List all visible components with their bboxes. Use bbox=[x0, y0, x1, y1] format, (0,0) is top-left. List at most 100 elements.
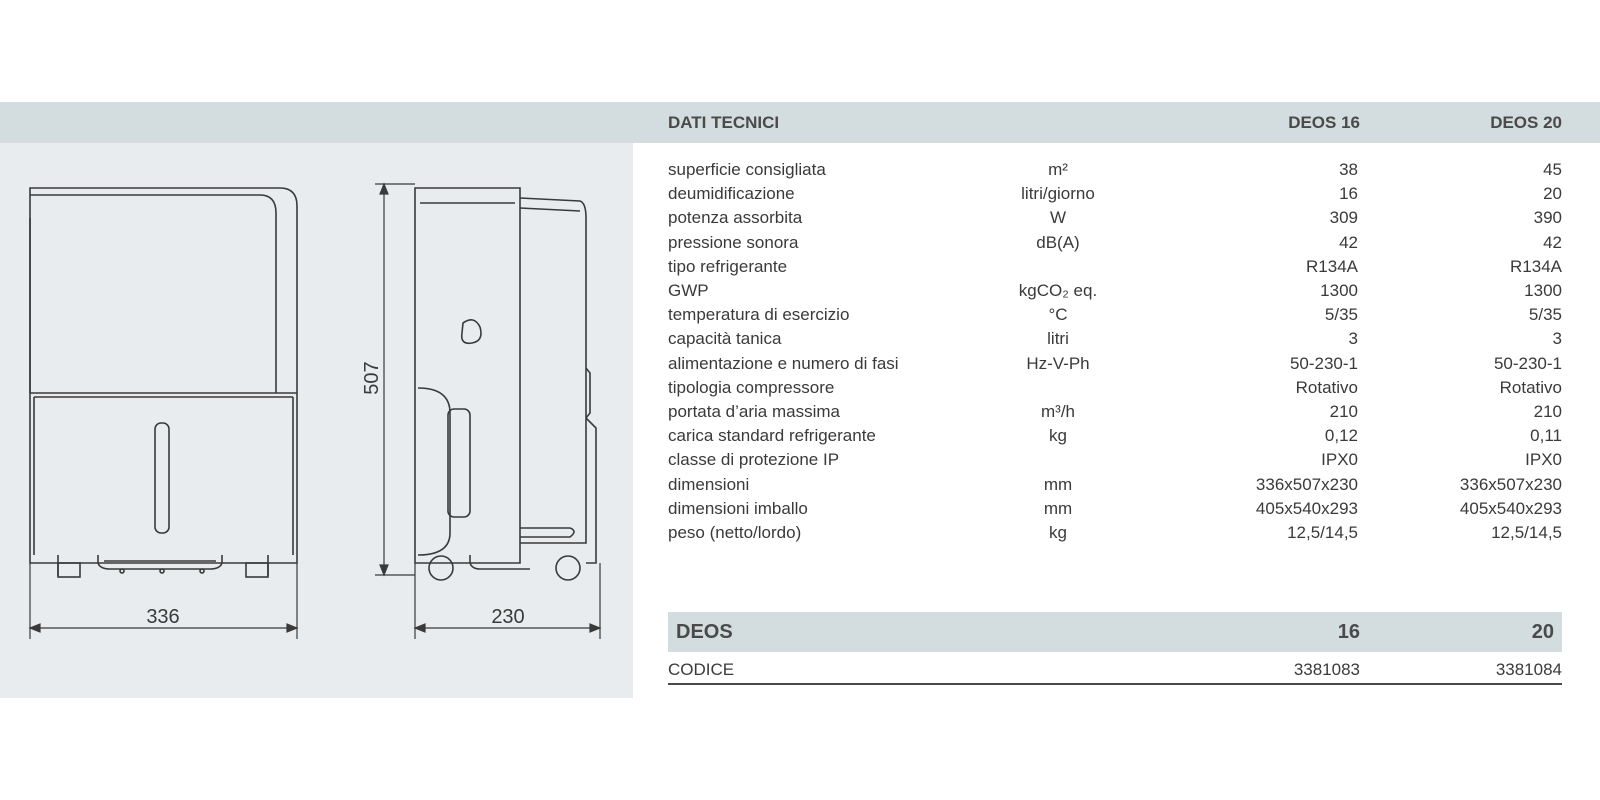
width-dimension-label: 336 bbox=[146, 606, 179, 628]
spec-value-model-b: 42 bbox=[1543, 232, 1562, 252]
code-model-a: 3381083 bbox=[1293, 660, 1360, 679]
spec-value-model-b: 390 bbox=[1533, 208, 1562, 228]
spec-label: dimensioni bbox=[668, 474, 750, 494]
spec-label: classe di protezione IP bbox=[668, 450, 840, 470]
header-band bbox=[0, 102, 1600, 143]
front-view bbox=[29, 187, 298, 578]
spec-value-model-a: 0,12 bbox=[1324, 426, 1358, 446]
spec-unit bbox=[998, 448, 1118, 472]
spec-label: alimentazione e numero di fasi bbox=[668, 353, 899, 373]
model-band: DEOS 16 20 bbox=[668, 612, 1562, 652]
spec-row: classe di protezione IP IPX0 IPX0 bbox=[668, 448, 1562, 472]
spec-value-model-a: 12,5/14,5 bbox=[1287, 522, 1358, 542]
spec-value-model-b: 405x540x293 bbox=[1459, 498, 1562, 518]
spec-value-model-a: 42 bbox=[1339, 232, 1358, 252]
spec-row: dimensioni imballo mm 405x540x293 405x540x2… bbox=[668, 497, 1562, 521]
spec-label: superficie consigliata bbox=[668, 160, 826, 180]
technical-drawing-panel: 336 230 507 bbox=[0, 143, 633, 698]
spec-unit: litri bbox=[1047, 329, 1069, 349]
spec-row: tipologia compressore Rotativo Rotativo bbox=[668, 376, 1562, 400]
spec-label: dimensioni imballo bbox=[668, 498, 808, 518]
spec-label: deumidificazione bbox=[668, 184, 795, 204]
model-a-number: 16 bbox=[1337, 621, 1360, 643]
spec-value-model-b: 45 bbox=[1543, 160, 1562, 180]
spec-label: pressione sonora bbox=[668, 232, 799, 252]
spec-unit: mm bbox=[1043, 498, 1073, 518]
model-name: DEOS bbox=[676, 621, 733, 643]
spec-value-model-a: 405x540x293 bbox=[1255, 498, 1358, 518]
spec-row: deumidificazione litri/giorno 16 20 bbox=[668, 182, 1562, 206]
spec-row: capacità tanica litri 3 3 bbox=[668, 327, 1562, 351]
spec-unit: Hz-V-Ph bbox=[1026, 353, 1090, 373]
model-b-number: 20 bbox=[1531, 621, 1554, 643]
spec-label: tipologia compressore bbox=[668, 377, 835, 397]
spec-value-model-b: 5/35 bbox=[1528, 305, 1562, 325]
spec-label: portata d’aria massima bbox=[668, 401, 840, 421]
spec-unit: kgCO₂ eq. bbox=[1018, 281, 1098, 301]
spec-unit bbox=[998, 255, 1118, 279]
spec-row: dimensioni mm 336x507x230 336x507x230 bbox=[668, 472, 1562, 496]
spec-label: potenza assorbita bbox=[668, 208, 803, 228]
spec-value-model-a: 309 bbox=[1329, 208, 1358, 228]
spec-value-model-a: 38 bbox=[1339, 160, 1358, 180]
spec-value-model-a: Rotativo bbox=[1295, 377, 1358, 397]
spec-unit: W bbox=[1049, 208, 1067, 228]
spec-value-model-b: R134A bbox=[1510, 256, 1562, 276]
spec-label: carica standard refrigerante bbox=[668, 426, 876, 446]
spec-value-model-b: 336x507x230 bbox=[1459, 474, 1562, 494]
spec-row: superficie consigliata m² 38 45 bbox=[668, 158, 1562, 182]
spec-row: alimentazione e numero di fasi Hz-V-Ph 50-… bbox=[668, 352, 1562, 376]
spec-value-model-b: 50-230-1 bbox=[1493, 353, 1562, 373]
spec-value-model-b: 3 bbox=[1552, 329, 1562, 349]
spec-label: tipo refrigerante bbox=[668, 256, 788, 276]
spec-row: tipo refrigerante R134A R134A bbox=[668, 255, 1562, 279]
model-b-header: DEOS 20 bbox=[1490, 113, 1562, 132]
spec-unit: litri/giorno bbox=[1021, 184, 1095, 204]
spec-value-model-a: 3 bbox=[1348, 329, 1358, 349]
spec-label: peso (netto/lordo) bbox=[668, 522, 802, 542]
spec-value-model-b: 1300 bbox=[1524, 281, 1562, 301]
spec-row: potenza assorbita W 309 390 bbox=[668, 206, 1562, 230]
code-model-b: 3381084 bbox=[1495, 660, 1562, 679]
spec-value-model-b: 12,5/14,5 bbox=[1491, 522, 1562, 542]
spec-value-model-a: R134A bbox=[1306, 256, 1358, 276]
spec-value-model-b: 0,11 bbox=[1530, 426, 1562, 446]
dimension-drawing: 336 230 507 bbox=[28, 182, 602, 639]
spec-unit: dB(A) bbox=[1036, 232, 1080, 252]
side-view bbox=[414, 187, 597, 581]
depth-dimension-label: 230 bbox=[491, 606, 524, 628]
spec-unit: kg bbox=[1049, 426, 1067, 446]
spec-unit: mm bbox=[1043, 474, 1073, 494]
height-dimension-label: 507 bbox=[361, 361, 383, 394]
spec-unit bbox=[998, 376, 1118, 400]
specs-title: DATI TECNICI bbox=[668, 113, 780, 132]
spec-row: peso (netto/lordo) kg 12,5/14,5 12,5/14,5 bbox=[668, 521, 1562, 545]
spec-value-model-b: Rotativo bbox=[1499, 377, 1562, 397]
spec-row: pressione sonora dB(A) 42 42 bbox=[668, 231, 1562, 255]
code-label: CODICE bbox=[668, 660, 735, 679]
spec-value-model-a: 210 bbox=[1329, 401, 1358, 421]
model-a-header: DEOS 16 bbox=[1288, 113, 1360, 132]
spec-label: GWP bbox=[668, 281, 709, 301]
spec-row: carica standard refrigerante kg 0,12 0,11 bbox=[668, 424, 1562, 448]
spec-unit: m³/h bbox=[1041, 401, 1075, 421]
spec-value-model-a: 50-230-1 bbox=[1289, 353, 1358, 373]
spec-value-model-a: 16 bbox=[1339, 184, 1358, 204]
spec-value-model-a: 336x507x230 bbox=[1255, 474, 1358, 494]
dimension-lines bbox=[28, 182, 602, 639]
spec-value-model-a: IPX0 bbox=[1321, 450, 1358, 470]
spec-label: capacità tanica bbox=[668, 329, 782, 349]
spec-value-model-a: 5/35 bbox=[1324, 305, 1358, 325]
spec-unit: m² bbox=[1048, 160, 1068, 180]
spec-value-model-b: IPX0 bbox=[1525, 450, 1562, 470]
spec-value-model-b: 20 bbox=[1543, 184, 1562, 204]
code-row: CODICE 3381083 3381084 bbox=[668, 656, 1562, 685]
spec-unit: kg bbox=[1049, 522, 1067, 542]
spec-unit: °C bbox=[1048, 305, 1068, 325]
spec-row: GWP kgCO₂ eq. 1300 1300 bbox=[668, 279, 1562, 303]
spec-value-model-a: 1300 bbox=[1320, 281, 1358, 301]
spec-row: temperatura di esercizio °C 5/35 5/35 bbox=[668, 303, 1562, 327]
spec-label: temperatura di esercizio bbox=[668, 305, 850, 325]
